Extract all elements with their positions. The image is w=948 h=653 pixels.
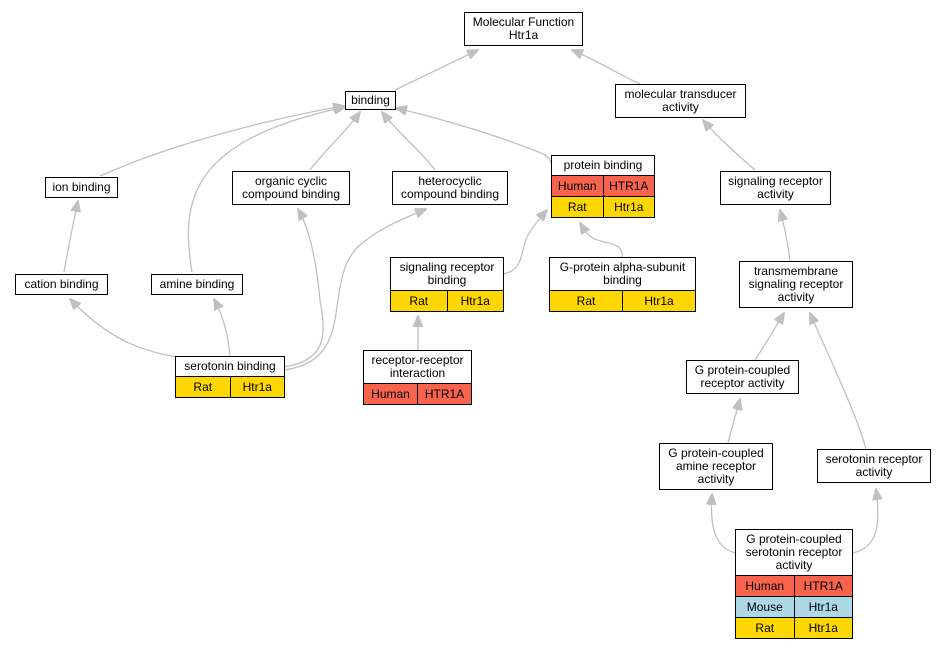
species-cell: Rat [552, 197, 603, 217]
edge-gpcr-serotonin-to-serotonin-receptor [851, 489, 878, 554]
annotation-row: Rat Htr1a [176, 376, 284, 397]
annotation-row: Human HTR1A [736, 575, 852, 596]
edge-g-alpha-binding-to-protein-binding [580, 223, 623, 259]
edge-organic-cyclic-to-binding [309, 112, 360, 171]
annotation-row: Rat Htr1a [391, 290, 503, 311]
edge-cation-binding-to-ion-binding [63, 201, 78, 273]
node-molecular-function[interactable]: Molecular Function Htr1a [464, 12, 583, 46]
edge-heterocyclic-to-binding [382, 112, 436, 171]
gene-cell: HTR1A [417, 384, 471, 404]
node-binding[interactable]: binding [345, 91, 396, 110]
node-label: molecular transducer activity [624, 87, 737, 114]
node-g-protein-alpha-subunit-binding[interactable]: G-protein alpha-subunit binding Rat Htr1… [549, 257, 696, 312]
node-label: signaling receptor activity [728, 174, 823, 201]
node-organic-cyclic-compound-binding[interactable]: organic cyclic compound binding [232, 171, 350, 205]
annotation-row: Human HTR1A [364, 383, 471, 404]
node-label: G protein-coupled amine receptor activit… [668, 446, 764, 486]
species-cell: Human [364, 384, 417, 404]
species-cell: Rat [736, 618, 794, 638]
node-g-protein-coupled-serotonin-receptor-activity[interactable]: G protein-coupled serotonin receptor act… [735, 529, 853, 639]
annotation-row: Rat Htr1a [552, 196, 654, 217]
node-label: transmembrane signaling receptor activit… [748, 264, 844, 304]
edge-ion-binding-to-binding [99, 106, 344, 177]
node-label: G protein-coupled serotonin receptor act… [745, 532, 843, 572]
node-ion-binding[interactable]: ion binding [45, 177, 118, 198]
node-serotonin-binding[interactable]: serotonin binding Rat Htr1a [175, 356, 285, 398]
node-signaling-receptor-binding[interactable]: signaling receptor binding Rat Htr1a [390, 257, 504, 312]
species-cell: Rat [550, 291, 622, 311]
species-cell: Human [736, 576, 794, 596]
species-cell: Mouse [736, 597, 794, 617]
node-label: cation binding [24, 277, 99, 291]
gene-cell: Htr1a [622, 291, 695, 311]
edge-amine-binding-to-binding [187, 107, 345, 273]
node-label: receptor-receptor interaction [371, 353, 464, 380]
annotation-row: Rat Htr1a [736, 617, 852, 638]
species-cell: Human [552, 176, 603, 196]
edge-serotonin-receptor-to-transmembrane [810, 313, 867, 450]
edge-transmembrane-to-signaling-receptor-activity [780, 210, 791, 262]
edge-signaling-receptor-binding-to-protein-binding [502, 210, 547, 275]
edge-signaling-receptor-activity-to-transducer [703, 120, 756, 171]
edge-serotonin-binding-to-heterocyclic [283, 209, 426, 371]
node-label: serotonin receptor activity [825, 452, 923, 479]
node-label: organic cyclic compound binding [241, 174, 341, 201]
edge-transducer-to-molecular-function [572, 50, 641, 85]
gene-cell: Htr1a [446, 291, 503, 311]
annotation-row: Human HTR1A [552, 175, 654, 196]
node-label: heterocyclic compound binding [400, 174, 500, 201]
edge-protein-binding-to-binding [396, 108, 553, 165]
edge-gpcr-to-transmembrane [754, 313, 784, 361]
node-label: ion binding [52, 180, 111, 194]
edge-serotonin-binding-to-organic-cyclic [283, 209, 324, 368]
gene-cell: HTR1A [793, 576, 852, 596]
node-label: Molecular Function Htr1a [472, 15, 575, 42]
node-label: G protein-coupled receptor activity [694, 363, 791, 390]
edge-gpcr-serotonin-to-gpcr-amine [711, 494, 737, 554]
node-label: protein binding [563, 158, 643, 172]
node-serotonin-receptor-activity[interactable]: serotonin receptor activity [817, 449, 931, 483]
node-transmembrane-signaling-receptor-activity[interactable]: transmembrane signaling receptor activit… [739, 261, 853, 308]
annotation-row: Mouse Htr1a [736, 596, 852, 617]
node-molecular-transducer-activity[interactable]: molecular transducer activity [615, 84, 746, 118]
edge-binding-to-molecular-function [394, 50, 478, 91]
gene-cell: Htr1a [229, 377, 284, 397]
node-label: amine binding [159, 277, 235, 291]
node-heterocyclic-compound-binding[interactable]: heterocyclic compound binding [392, 171, 508, 205]
edge-serotonin-binding-to-amine-binding [214, 299, 231, 357]
species-cell: Rat [391, 291, 447, 311]
gene-cell: HTR1A [602, 176, 654, 196]
gene-cell: Htr1a [793, 597, 852, 617]
node-label: signaling receptor binding [399, 260, 495, 287]
node-label: G-protein alpha-subunit binding [559, 260, 686, 287]
gene-cell: Htr1a [602, 197, 654, 217]
node-label: serotonin binding [184, 359, 276, 373]
node-signaling-receptor-activity[interactable]: signaling receptor activity [720, 171, 831, 205]
species-cell: Rat [176, 377, 230, 397]
edge-gpcr-amine-to-gpcr [727, 399, 740, 444]
node-cation-binding[interactable]: cation binding [15, 274, 108, 295]
edge-serotonin-binding-to-cation-binding [70, 299, 179, 358]
node-protein-binding[interactable]: protein binding Human HTR1A Rat Htr1a [551, 155, 655, 218]
annotation-row: Rat Htr1a [550, 290, 695, 311]
node-g-protein-coupled-receptor-activity[interactable]: G protein-coupled receptor activity [686, 360, 799, 394]
node-label: binding [351, 93, 390, 107]
node-g-protein-coupled-amine-receptor-activity[interactable]: G protein-coupled amine receptor activit… [659, 443, 773, 490]
node-receptor-receptor-interaction[interactable]: receptor-receptor interaction Human HTR1… [363, 350, 472, 405]
node-amine-binding[interactable]: amine binding [151, 274, 243, 295]
gene-cell: Htr1a [793, 618, 852, 638]
